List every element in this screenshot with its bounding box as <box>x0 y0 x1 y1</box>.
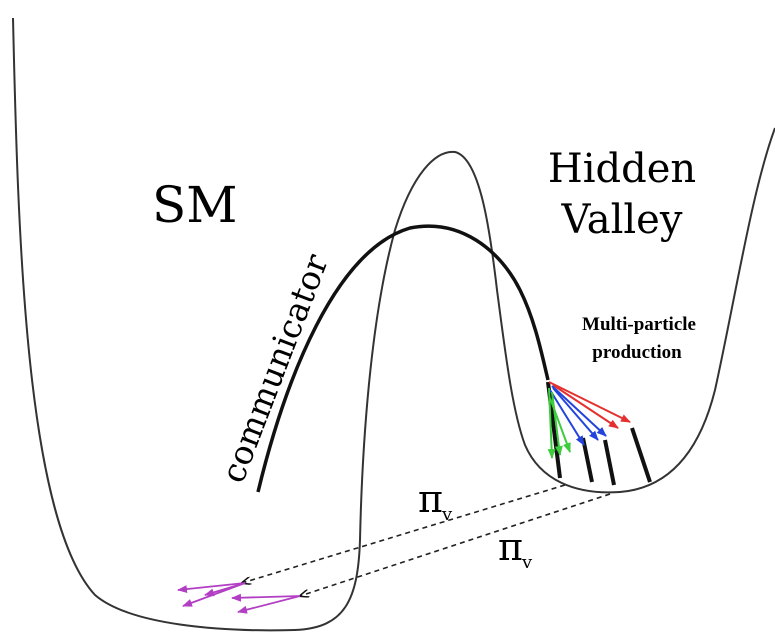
sm-label: SM <box>152 176 237 234</box>
communicator-curve <box>256 224 550 493</box>
pi-v-decay-lines <box>242 484 611 596</box>
pi-v-1-subscript: v <box>441 504 453 525</box>
potential-curve <box>12 17 775 632</box>
sm-arrows <box>177 582 301 614</box>
hidden-valley-label-line2: Valley <box>561 197 683 243</box>
multi-particle-label-line1: Multi-particle <box>582 314 696 335</box>
hidden-valley-label-line1: Hidden <box>548 146 696 192</box>
multi-particle-arrows <box>547 381 631 459</box>
multi-particle-label-line2: production <box>592 342 682 363</box>
communicator-label: communicator <box>213 249 336 488</box>
pi-v-2-subscript: v <box>521 552 533 573</box>
pi-v-1-symbol: π <box>418 477 443 521</box>
pi-v-label-1: π v <box>418 477 453 525</box>
pi-v-label-2: π v <box>498 525 533 573</box>
pi-v-2-symbol: π <box>498 525 523 569</box>
